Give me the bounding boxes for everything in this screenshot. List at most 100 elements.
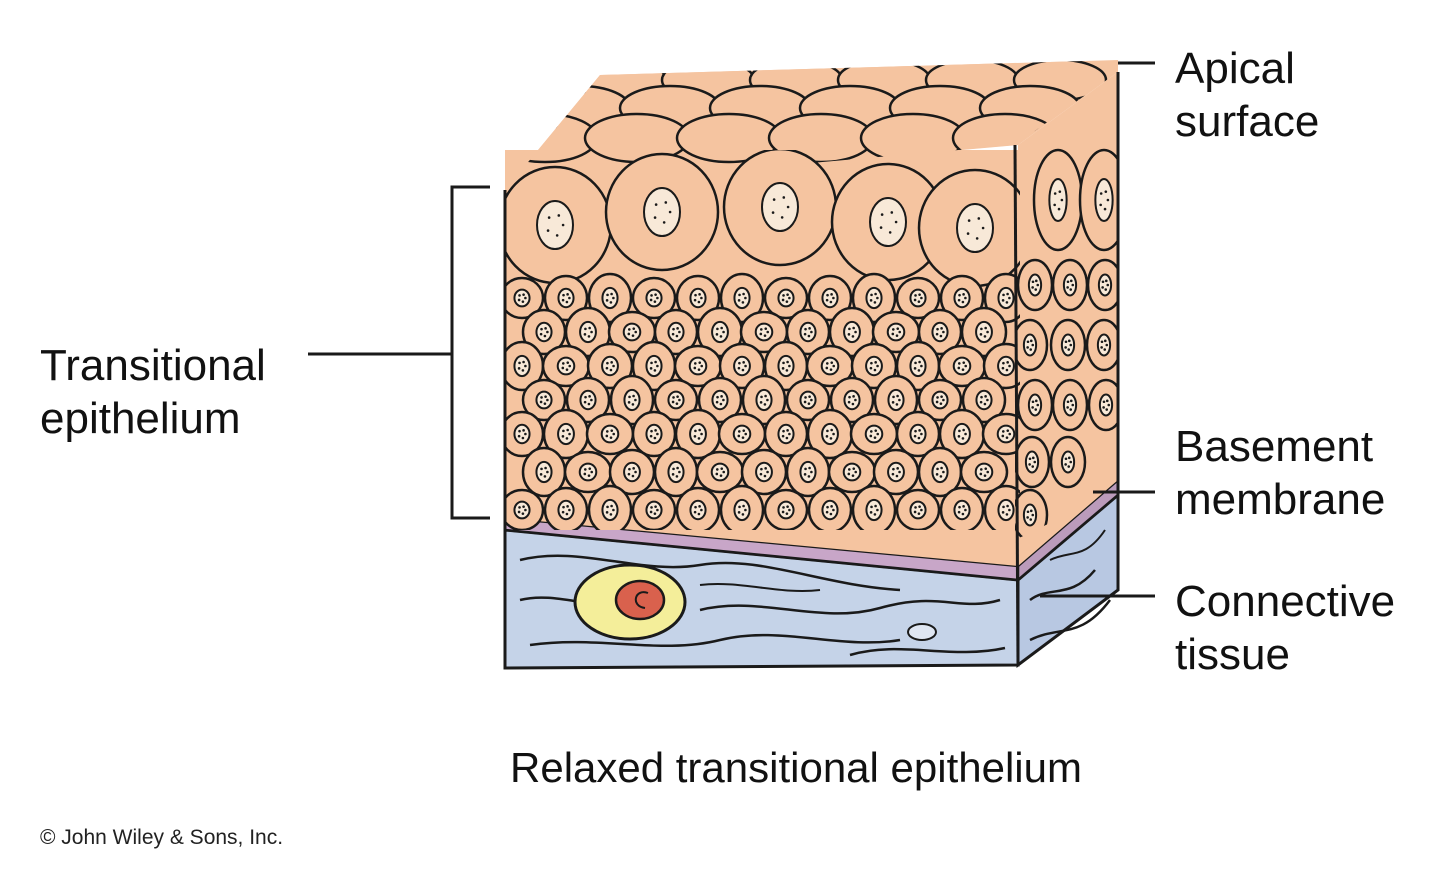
chromatin-dot <box>610 292 613 296</box>
chromatin-dot <box>587 335 591 338</box>
nucleus <box>865 286 883 310</box>
chromatin-dot <box>524 364 527 368</box>
chromatin-dot <box>606 293 609 297</box>
chromatin-dot <box>830 505 833 508</box>
chromatin-dot <box>935 332 939 336</box>
chromatin-dot <box>1031 400 1035 404</box>
chromatin-dot <box>1071 283 1075 287</box>
chromatin-dot <box>584 327 587 331</box>
chromatin-dot <box>942 470 945 474</box>
chromatin-dot <box>693 366 697 370</box>
block-edge <box>1013 144 1020 666</box>
chromatin-dot <box>781 434 785 438</box>
connective-cell-nucleus <box>907 623 937 641</box>
chromatin-dot <box>587 402 591 406</box>
chromatin-dot <box>722 470 726 474</box>
chromatin-dot <box>653 436 657 440</box>
chromatin-dot <box>522 293 525 296</box>
chromatin-dot <box>544 466 547 470</box>
chromatin-dot <box>1005 368 1009 372</box>
chromatin-dot <box>888 231 892 234</box>
chromatin-dot <box>772 198 776 201</box>
chromatin-dot <box>700 364 704 368</box>
chromatin-dot <box>742 292 745 296</box>
chromatin-dot <box>984 395 987 398</box>
chromatin-dot <box>671 473 675 476</box>
chromatin-dot <box>561 366 565 370</box>
chromatin-dot <box>583 333 587 336</box>
chromatin-dot <box>744 432 748 436</box>
chromatin-dot <box>540 327 543 331</box>
chromatin-dot <box>675 334 679 338</box>
figure-caption: Relaxed transitional epithelium <box>510 744 1082 791</box>
chromatin-dot <box>869 366 873 370</box>
chromatin-dot <box>521 436 525 440</box>
chromatin-dot <box>719 474 723 477</box>
chromatin-dot <box>825 435 829 438</box>
nucleus <box>1027 393 1043 417</box>
chromatin-dot <box>939 334 943 338</box>
nucleus <box>667 460 685 484</box>
chromatin-dot <box>561 223 565 227</box>
chromatin-dot <box>634 470 637 474</box>
chromatin-dot <box>1102 400 1106 404</box>
chromatin-dot <box>715 468 719 471</box>
chromatin-dot <box>741 368 745 372</box>
label-line: surface <box>1175 97 1320 146</box>
chromatin-dot <box>517 367 521 370</box>
nucleus <box>557 499 575 521</box>
chromatin-dot <box>521 369 525 372</box>
nucleus <box>799 390 817 410</box>
chromatin-dot <box>517 298 521 302</box>
chromatin-dot <box>627 472 631 476</box>
chromatin-dot <box>880 213 884 216</box>
chromatin-dot <box>676 327 679 330</box>
chromatin-dot <box>1006 429 1010 432</box>
chromatin-dot <box>675 402 679 405</box>
nucleus <box>821 287 839 309</box>
blood-cell-mark <box>634 591 649 609</box>
connective-fiber <box>699 582 821 593</box>
chromatin-dot <box>716 395 719 399</box>
chromatin-dot <box>913 367 917 370</box>
chromatin-dot <box>720 326 723 330</box>
chromatin-dot <box>568 364 572 368</box>
chromatin-dot <box>825 298 829 302</box>
chromatin-dot <box>804 327 807 331</box>
label-line: Transitional <box>40 341 266 390</box>
chromatin-dot <box>561 435 565 438</box>
chromatin-dot <box>678 398 681 402</box>
chromatin-dot <box>829 437 833 440</box>
chromatin-dot <box>1005 436 1009 439</box>
chromatin-dot <box>694 293 697 297</box>
chromatin-dot <box>1100 340 1104 344</box>
nucleus <box>865 498 883 522</box>
chromatin-dot <box>634 398 637 402</box>
chromatin-dot <box>763 403 767 406</box>
nucleus <box>1094 178 1114 222</box>
chromatin-dot <box>561 510 565 514</box>
chromatin-dot <box>1026 516 1029 519</box>
chromatin-dot <box>935 473 939 476</box>
chromatin-dot <box>1069 460 1073 464</box>
chromatin-dot <box>583 468 587 471</box>
chromatin-dot <box>627 332 631 336</box>
nucleus <box>821 499 839 521</box>
chromatin-dot <box>984 326 987 330</box>
chromatin-dot <box>634 330 638 334</box>
chromatin-dot <box>759 332 763 336</box>
chromatin-dot <box>565 300 569 304</box>
chromatin-dot <box>1008 296 1011 300</box>
chromatin-dot <box>781 367 785 370</box>
chromatin-dot <box>1067 465 1071 468</box>
chromatin-dot <box>957 298 961 302</box>
nucleus <box>1062 393 1078 417</box>
nucleus <box>1048 178 1068 222</box>
chromatin-dot <box>874 429 878 432</box>
chromatin-dot <box>522 360 525 364</box>
chromatin-dot <box>562 505 565 509</box>
chromatin-dot <box>961 437 965 440</box>
chromatin-dot <box>957 435 961 438</box>
chromatin-dot <box>1002 361 1005 365</box>
chromatin-dot <box>788 364 791 368</box>
